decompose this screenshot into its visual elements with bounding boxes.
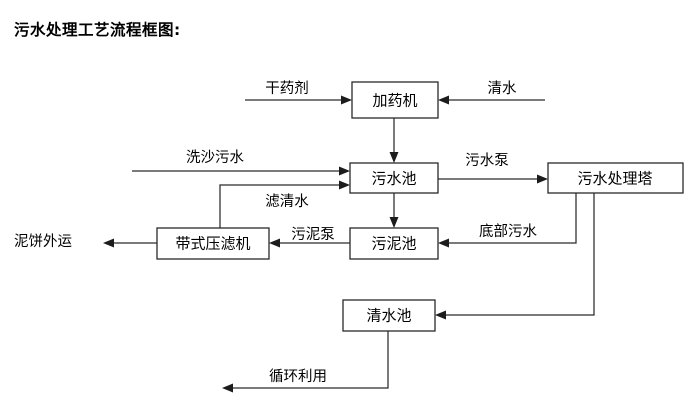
edge-dry-chemical-to-dosing-machine — [245, 95, 352, 105]
node-box[interactable] — [349, 227, 439, 260]
node-label: 污水池 — [371, 170, 416, 188]
node-sludge-pool[interactable]: 污泥池 — [349, 227, 439, 260]
edge-line — [229, 331, 389, 389]
arrow-head — [537, 174, 548, 184]
node-dosing-machine[interactable]: 加药机 — [351, 81, 439, 119]
node-label: 加药机 — [372, 92, 417, 110]
arrow-head — [389, 217, 399, 228]
arrow-head — [222, 383, 233, 393]
arrow-head — [339, 166, 350, 176]
arrow-head — [438, 238, 449, 248]
node-label: 带式压滤机 — [175, 235, 250, 253]
edge-filtered-clear-water-to-wastewater-pool — [219, 180, 350, 228]
edge-clean-water-pool-to-recycle — [222, 331, 389, 393]
arrow-head — [269, 238, 280, 248]
edge-wastewater-pool-to-treatment-tower — [438, 174, 548, 184]
edge-label-filtered-clear-water: 滤清水 — [265, 193, 309, 210]
arrow-head — [435, 310, 446, 320]
node-label: 污水处理塔 — [577, 170, 652, 188]
edge-sand-wash-wastewater-to-wastewater-pool — [132, 166, 350, 176]
edge-line — [219, 184, 343, 228]
edge-label-clean-water: 清水 — [488, 80, 517, 97]
node-label: 污泥池 — [371, 235, 416, 253]
node-belt-filter-press[interactable]: 带式压滤机 — [156, 227, 270, 260]
node-box[interactable] — [349, 162, 439, 194]
page-title: 污水处理工艺流程框图: — [14, 21, 181, 39]
edge-line — [442, 193, 595, 316]
arrow-head — [438, 95, 449, 105]
edge-sludge-pump-to-belt-filter-press — [269, 238, 350, 248]
edge-label-wastewater-pump: 污水泵 — [465, 152, 509, 169]
node-treatment-tower[interactable]: 污水处理塔 — [547, 162, 684, 194]
edge-clean-water-to-dosing-machine — [438, 95, 545, 105]
edge-label-bottom-wastewater: 底部污水 — [479, 223, 537, 240]
edge-label-sludge-pump: 污泥泵 — [291, 226, 335, 243]
arrow-head — [339, 180, 350, 190]
arrow-head — [103, 238, 114, 248]
node-box[interactable] — [351, 81, 439, 119]
edge-wastewater-pool-to-sludge-pool — [389, 193, 399, 228]
edge-label-dry-chemical: 干药剂 — [265, 80, 309, 97]
edge-treatment-tower-to-clean-water-pool — [435, 193, 595, 320]
edge-belt-filter-press-to-mud-cake — [103, 238, 157, 248]
edge-label-sand-wash-wastewater: 洗沙污水 — [186, 149, 244, 166]
arrow-head — [389, 152, 399, 163]
node-wastewater-pool[interactable]: 污水池 — [349, 162, 439, 194]
arrow-head — [341, 95, 352, 105]
node-clean-water-pool[interactable]: 清水池 — [342, 299, 436, 332]
node-box[interactable] — [156, 227, 270, 260]
edge-label-recycle-reuse: 循环利用 — [269, 368, 327, 385]
node-label: 清水池 — [366, 307, 411, 325]
terminal-label-mud-cake-transport: 泥饼外运 — [14, 233, 72, 250]
node-box[interactable] — [342, 299, 436, 332]
edge-line — [445, 193, 577, 244]
edge-bottom-wastewater-to-sludge-pool — [438, 193, 577, 248]
edge-dosing-machine-to-wastewater-pool — [389, 118, 399, 163]
node-box[interactable] — [547, 162, 684, 194]
